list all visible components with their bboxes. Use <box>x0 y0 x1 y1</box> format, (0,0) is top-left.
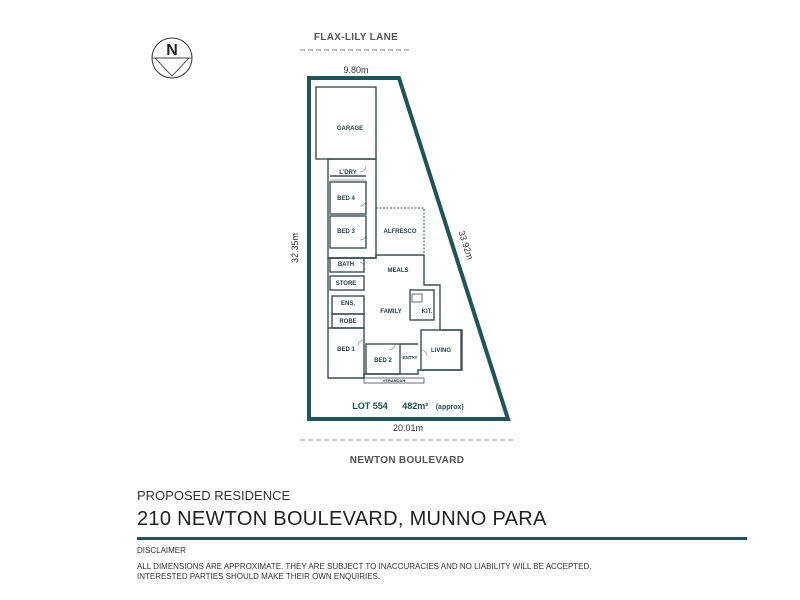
room-meals: MEALS <box>388 268 409 274</box>
room-alfresco: ALFRESCO <box>384 229 417 235</box>
lot-number: LOT 554 <box>352 401 388 411</box>
lot-info: LOT 554 482m² (approx) <box>352 396 463 413</box>
north-arrow-icon: N <box>151 37 193 79</box>
disclaimer-text: ALL DIMENSIONS ARE APPROXIMATE. THEY ARE… <box>137 562 592 582</box>
room-kit: KIT. <box>422 309 433 315</box>
room-robe: ROBE <box>339 319 356 325</box>
room-living: LIVING <box>431 348 451 354</box>
room-labels: GARAGE L'DRY BED 4 BED 3 ALFRESCO BATH M… <box>336 126 452 383</box>
lot-boundary <box>307 76 511 421</box>
room-ldry: L'DRY <box>339 170 357 176</box>
street-top-label: FLAX-LILY LANE <box>314 32 398 43</box>
room-bed1: BED 1 <box>337 347 355 353</box>
room-garage: GARAGE <box>337 126 363 132</box>
room-store: STORE <box>336 281 357 287</box>
page-title: 210 NEWTON BOULEVARD, MUNNO PARA <box>137 508 547 530</box>
disclaimer-line-2: INTERESTED PARTIES SHOULD MAKE THEIR OWN… <box>137 572 381 581</box>
north-label: N <box>166 42 178 59</box>
room-bed4: BED 4 <box>337 196 355 202</box>
room-bed3: BED 3 <box>337 229 355 235</box>
room-family: FAMILY <box>380 309 401 315</box>
lot-area: 482m² <box>402 401 428 411</box>
divider <box>137 537 747 540</box>
room-bath: BATH <box>338 262 354 268</box>
street-bottom-label: NEWTON BOULEVARD <box>350 455 464 466</box>
room-ens: ENS. <box>341 301 355 307</box>
disclaimer-heading: DISCLAIMER <box>137 546 186 555</box>
dim-top-label: 9.80m <box>343 65 368 75</box>
room-entry: ENTRY <box>402 355 417 360</box>
room-bed2: BED 2 <box>374 358 392 364</box>
subtitle: PROPOSED RESIDENCE <box>137 488 291 503</box>
dim-bottom-label: 20.01m <box>393 423 423 433</box>
disclaimer-line-1: ALL DIMENSIONS ARE APPROXIMATE. THEY ARE… <box>137 562 592 571</box>
dim-right-label: 33.92m <box>456 229 475 261</box>
door-swings <box>357 165 428 357</box>
room-verandah: VERANDAH <box>383 378 406 383</box>
dim-left-label: 32.35m <box>290 233 300 263</box>
lot-approx: (approx) <box>436 404 464 411</box>
floor-plan: N FLAX-LILY LANE 9.80m 32.35m 33.92m <box>151 32 514 466</box>
